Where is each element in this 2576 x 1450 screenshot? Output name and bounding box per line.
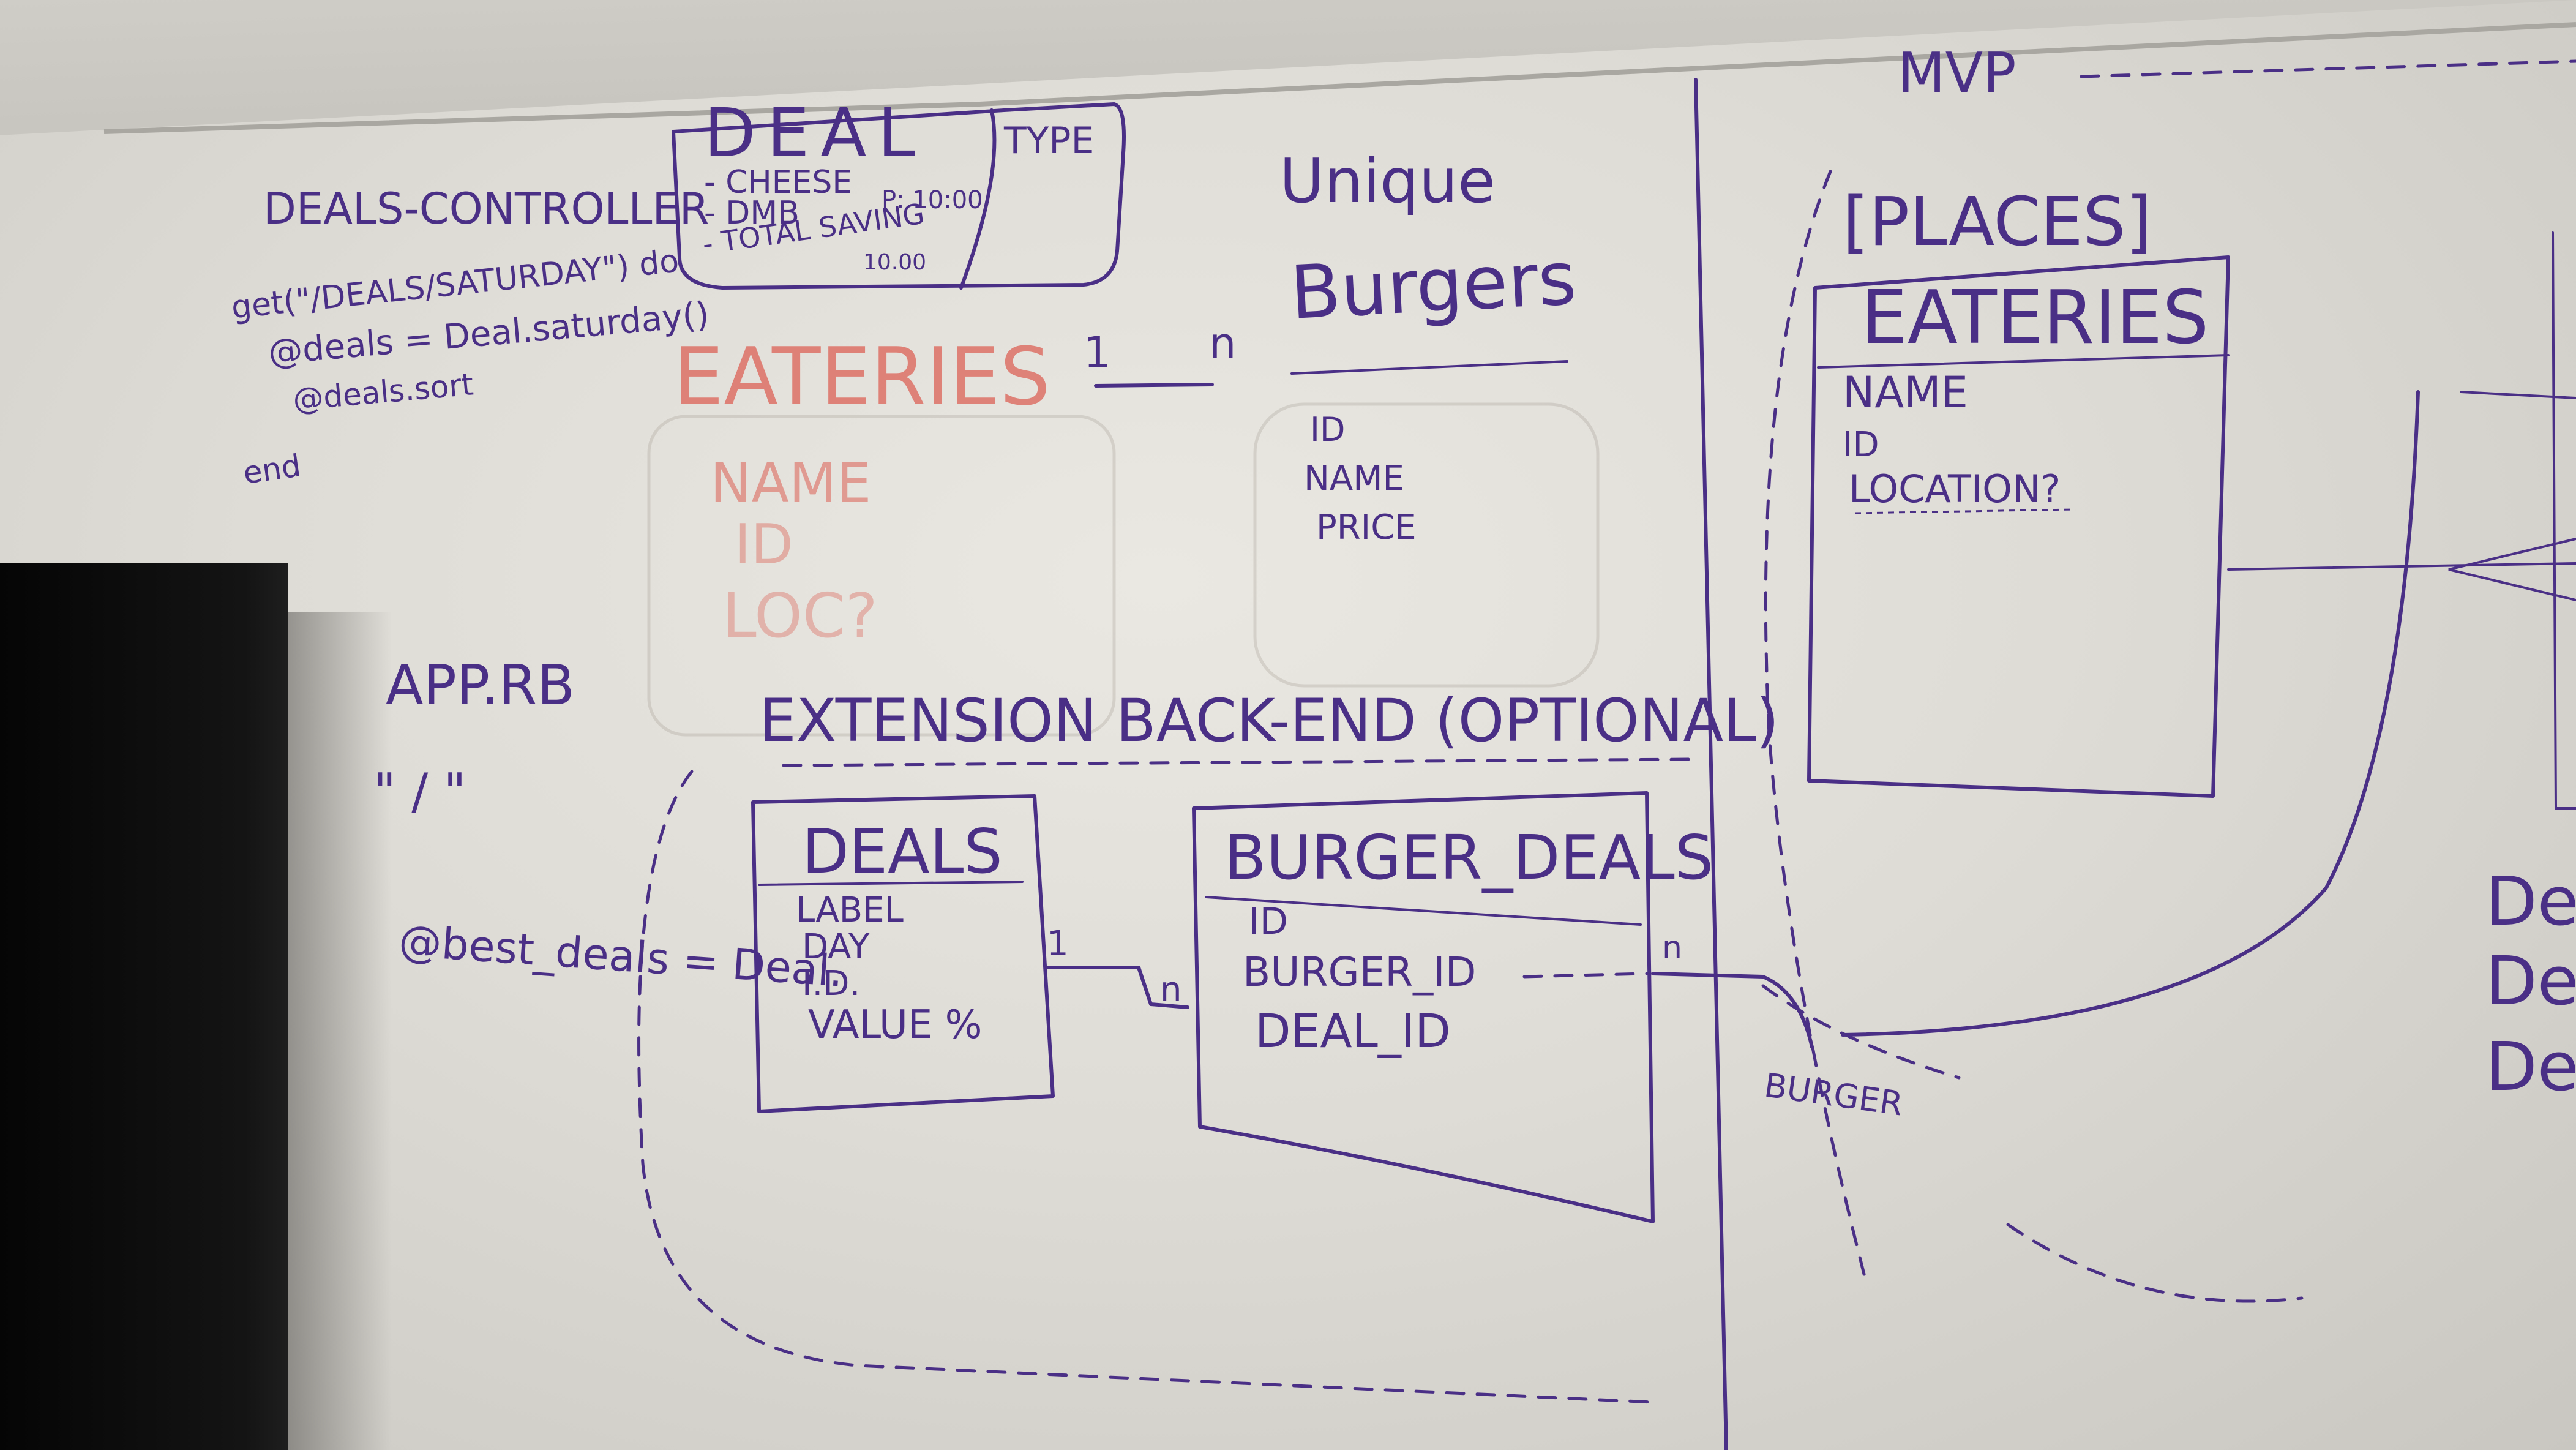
faded-eateries-field: LOC?: [722, 580, 878, 652]
deals-field: I.D.: [802, 964, 860, 1004]
burger-label: BURGER: [1762, 1065, 1905, 1123]
app-rb: APP.RB: [386, 653, 575, 718]
eateries-divider: [1817, 354, 2230, 369]
controller-sort: @deals.sort: [291, 366, 475, 418]
faded-eateries-field: NAME: [710, 451, 871, 516]
location-underline: [1854, 508, 2076, 514]
controller-end: end: [241, 448, 303, 491]
burgers-field: PRICE: [1316, 508, 1417, 547]
deals-field: DAY: [802, 927, 870, 967]
extension-title: EXTENSION BACK-END (OPTIONAL): [759, 686, 1779, 755]
right-edge-box: [2552, 231, 2576, 810]
burger-deals-field: BURGER_ID: [1243, 949, 1476, 996]
burger-deals-outline: [1192, 791, 1655, 1223]
bottom-dashed-curve: [2006, 1223, 2304, 1303]
deal-type-saving-note: 10.00: [863, 250, 926, 275]
burgers-field: NAME: [1304, 459, 1404, 498]
burger-deals-field: DEAL_ID: [1255, 1004, 1451, 1058]
deal-type-divider: [959, 108, 997, 290]
burger-deals-title: BURGER_DEALS: [1224, 822, 1713, 893]
right-edge-line: [2460, 391, 2576, 399]
right-fragment: De: [2485, 942, 2576, 1020]
deal-type-title: DEAL: [704, 94, 926, 172]
unique-note: Unique: [1279, 145, 1496, 217]
deal-type-outline: [672, 102, 1126, 290]
burger-deals-divider: [1205, 896, 1642, 926]
controller-notes: DEALS-CONTROLLER get("/DEALS/SATURDAY") …: [230, 184, 711, 491]
mvp-divider-line: [1694, 78, 1728, 1450]
deals-table: DEALS LABEL DAY I.D. VALUE %: [751, 794, 1055, 1113]
relation-line: [1094, 383, 1214, 388]
deals-title: DEALS: [802, 816, 1003, 887]
eateries-field: LOCATION?: [1849, 467, 2061, 511]
controller-title: DEALS-CONTROLLER: [263, 184, 709, 234]
extension-dashed-region: [637, 770, 1655, 1404]
burgers-table: Burgers ID NAME PRICE: [1288, 236, 1578, 547]
eateries-field: NAME: [1843, 367, 1968, 418]
mvp-label: MVP: [1898, 41, 2016, 105]
board-top-edge: [103, 22, 2576, 134]
monitor-shadow: [288, 612, 392, 1450]
deal-type-p-note: P: 10:00: [882, 186, 983, 214]
eateries-title: EATERIES: [1861, 276, 2209, 361]
deal-type-line: - CHEESE: [704, 164, 852, 201]
faded-eateries-field: ID: [735, 513, 793, 577]
long-curve-connector: [1841, 390, 2420, 1037]
erased-sketch: [1253, 402, 1600, 688]
deals-field: VALUE %: [808, 1002, 982, 1048]
eateries-outline: [1807, 255, 2230, 798]
burgers-field: ID: [1310, 410, 1346, 449]
mvp-dashed-line: [2080, 59, 2576, 78]
deals-rel-n: n: [1160, 970, 1182, 1010]
deals-table-divider: [758, 881, 1024, 886]
eateries-connector: [2227, 562, 2576, 571]
faded-eateries-title: EATERIES: [673, 330, 1050, 423]
deals-rel-one: 1: [1047, 924, 1069, 964]
right-fragment: Dea: [2485, 862, 2576, 941]
burgers-underline: [1290, 360, 1568, 375]
burgers-title: Burgers: [1288, 236, 1578, 336]
burger-deals-table: BURGER_DEALS ID BURGER_ID DEAL_ID: [1192, 791, 1713, 1223]
relation-one: 1: [1084, 328, 1111, 378]
deals-table-outline: [751, 794, 1055, 1113]
extension-dashed-underline: [782, 757, 1691, 767]
eateries-field: ID: [1843, 425, 1879, 465]
deal-type-box: DEAL TYPE - CHEESE - DMB - TOTAL SAVING …: [672, 94, 1126, 290]
relation-n: n: [1209, 318, 1236, 369]
deals-field: LABEL: [796, 890, 904, 930]
burger-deals-field: ID: [1249, 900, 1288, 943]
best-deals-note: @best_deals = Deal.: [397, 915, 845, 997]
crowfoot-connector: [2448, 538, 2576, 601]
burger-id-dashed-link: [1522, 972, 1649, 979]
burger-relation-line: [1651, 972, 1814, 1049]
deals-relation-line: [1045, 966, 1189, 1009]
places-label: [PLACES]: [1843, 182, 2152, 261]
deal-type-line: - DMB: [704, 195, 799, 231]
monitor-edge: [0, 563, 288, 1450]
quote-mark: " / ": [373, 763, 466, 820]
burger-rel-n: n: [1662, 930, 1682, 966]
eateries-faded-sketch: EATERIES NAME ID LOC?: [673, 330, 1050, 652]
erased-sketch: [647, 415, 1116, 737]
deal-type-label: TYPE: [1003, 119, 1094, 162]
mvp-dashed-region: [1764, 170, 1869, 1288]
eateries-table: EATERIES NAME ID LOCATION?: [1807, 255, 2230, 798]
right-fragment: De: [2485, 1027, 2576, 1106]
